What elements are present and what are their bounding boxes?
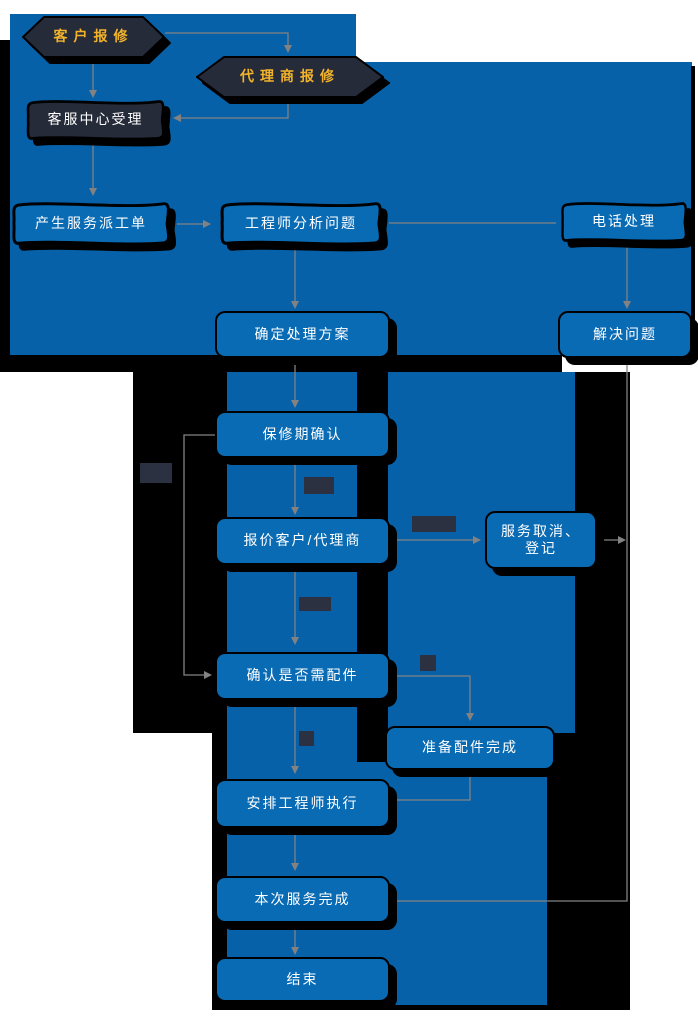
node-agent-report: 代理商报修 [196, 56, 384, 98]
branch-label-box [420, 655, 436, 671]
node-cancel-register: 服务取消、登记 [485, 511, 597, 569]
shadow-edge-right [691, 66, 695, 356]
node-customer-report: 客户报修 [22, 16, 165, 58]
node-create-order: 产生服务派工单 [7, 200, 175, 247]
panel-blue-right-bottom [388, 733, 547, 1005]
shadow-strip-left [0, 40, 10, 372]
node-confirm-plan: 确定处理方案 [215, 311, 390, 358]
node-service-center: 客服中心受理 [22, 98, 169, 142]
branch-label-box [412, 516, 456, 532]
node-warranty-confirm: 保修期确认 [215, 411, 390, 458]
node-quote-customer: 报价客户/代理商 [215, 517, 390, 565]
branch-label-box [140, 463, 172, 483]
branch-label-box [304, 477, 334, 494]
node-phone-handle: 电话处理 [557, 200, 691, 244]
node-arrange-engineer: 安排工程师执行 [215, 779, 390, 828]
node-service-done: 本次服务完成 [215, 876, 390, 923]
branch-label-box [299, 731, 314, 746]
node-parts-ready: 准备配件完成 [385, 726, 555, 770]
branch-label-box [299, 597, 331, 611]
node-engineer-analyze: 工程师分析问题 [215, 200, 387, 247]
node-need-parts: 确认是否需配件 [215, 652, 390, 700]
node-solve-problem: 解决问题 [558, 311, 692, 358]
node-end: 结束 [215, 957, 390, 1002]
